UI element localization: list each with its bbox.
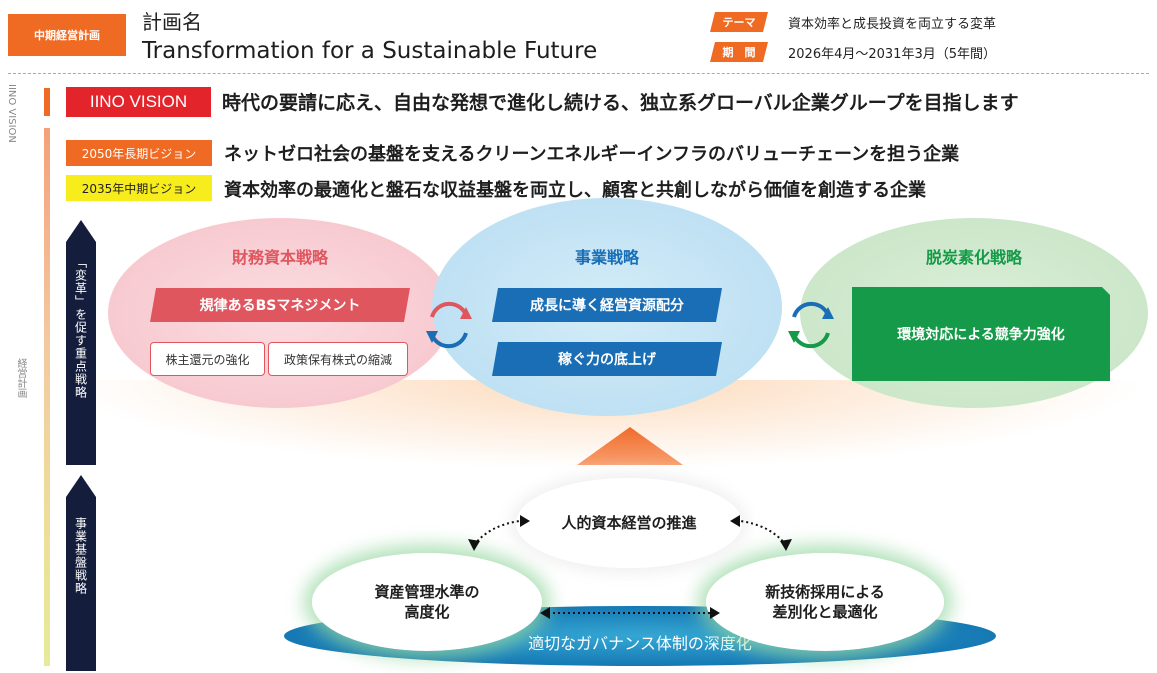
environmental-competitiveness-box: 環境対応による競争力強化 [852,287,1110,381]
asset-line-1: 資産管理水準の [374,582,480,601]
foundation-connectors [468,515,792,619]
side-label-iino-vision: IINO VISION [6,84,17,143]
decarbon-strategy-title: 脱炭素化戦略 [925,248,1022,267]
bs-management-pill: 規律あるBSマネジメント [150,288,410,322]
long-term-vision-label: 2050年長期ビジョン [66,140,212,166]
plan-name-label: 計画名 [142,10,202,34]
earning-power-pill: 稼ぐ力の底上げ [492,342,722,376]
business-strategy-title: 事業戦略 [574,248,639,267]
plan-name: Transformation for a Sustainable Future [142,38,598,64]
finance-strategy-title: 財務資本戦略 [231,248,328,267]
hr-capital-ellipse: 人的資本経営の推進 [516,478,742,568]
long-term-vision-text: ネットゼロ社会の基盤を支えるクリーンエネルギーインフラのバリューチェーンを担う企… [224,144,960,165]
hr-capital-text: 人的資本経営の推進 [561,513,697,532]
mid-term-vision-text: 資本効率の最適化と盤石な収益基盤を両立し、顧客と共創しながら価値を創造する企業 [224,180,926,201]
governance-label: 適切なガバナンス体制の深度化 [528,634,752,653]
shareholder-return-tag: 株主還元の強化 [150,342,265,376]
asset-line-2: 高度化 [404,603,450,621]
key-strategy-arrow: 「変革」を促す重点戦略 [66,220,96,465]
cycle-arrows-icon-left [426,301,472,349]
foundation-strategy-label: 事業基盤戦略 [73,517,88,595]
convergence-triangle [577,427,683,465]
vision-label: IINO VISION [66,87,211,117]
tech-line-2: 差別化と最適化 [772,603,878,621]
period-tag: 期 間 [710,42,768,62]
foundation-strategy-arrow: 事業基盤戦略 [66,475,96,671]
vision-side-bar [44,88,50,116]
cross-shareholding-tag: 政策保有株式の縮減 [268,342,408,376]
cycle-arrows-icon-right [788,301,834,349]
header-divider [8,73,1149,74]
resource-allocation-pill: 成長に導く経営資源配分 [492,288,722,322]
side-label-management-plan: 経営計画 [15,358,26,398]
vision-statement: 時代の要請に応え、自由な発想で進化し続ける、独立系グローバル企業グループを目指し… [222,92,1019,114]
tech-line-1: 新技術採用による [765,582,885,601]
theme-text: 資本効率と成長投資を両立する変革 [788,17,997,32]
period-text: 2026年4月～2031年3月（5年間） [788,47,996,62]
plan-type-badge: 中期経営計画 [8,14,126,56]
mid-term-vision-label: 2035年中期ビジョン [66,175,212,201]
new-technology-ellipse: 新技術採用による 差別化と最適化 [706,553,944,651]
key-strategy-label: 「変革」を促す重点戦略 [73,256,88,399]
plan-side-bar [44,128,50,666]
theme-tag: テーマ [710,12,768,32]
asset-management-ellipse: 資産管理水準の 高度化 [312,553,542,651]
